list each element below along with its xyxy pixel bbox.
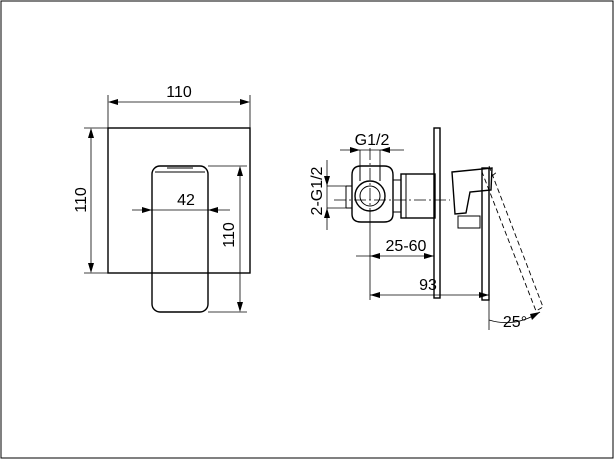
overall-depth-dimension: 93 xyxy=(369,262,490,330)
drawing-frame xyxy=(0,0,614,459)
handle-width-label: 42 xyxy=(177,192,195,209)
plate-width-dimension: 110 xyxy=(107,84,251,128)
wall-plate xyxy=(433,127,441,299)
top-thread-dimension: G1/2 xyxy=(340,132,404,166)
rotated-lever-outline xyxy=(481,165,544,312)
overall-depth-label: 93 xyxy=(419,277,437,294)
top-thread-label: G1/2 xyxy=(355,132,390,149)
installation-depth-dimension: 25-60 xyxy=(356,220,434,262)
side-thread-label: 2-G1/2 xyxy=(309,166,326,215)
plate-height-label: 110 xyxy=(73,187,90,213)
handle-height-dimension: 110 xyxy=(208,165,247,313)
handle-width-dimension: 42 xyxy=(132,192,230,213)
installation-depth-label: 25-60 xyxy=(386,238,427,255)
angle-label: 25° xyxy=(503,314,527,331)
side-handle xyxy=(451,167,493,301)
cartridge xyxy=(400,173,436,219)
side-thread-dimension: 2-G1/2 xyxy=(309,160,346,230)
valve-body xyxy=(345,165,436,223)
lever-handle xyxy=(151,165,209,313)
angle-dimension: 25° xyxy=(488,311,541,331)
cover-plate xyxy=(107,127,251,274)
side-view: G1/2 2-G1/2 25-60 93 xyxy=(309,127,544,331)
front-view: 110 110 42 110 xyxy=(73,84,251,313)
inlet-port-bore xyxy=(359,185,381,207)
handle-height-label: 110 xyxy=(221,222,238,248)
plate-height-dimension: 110 xyxy=(73,127,108,274)
plate-width-label: 110 xyxy=(166,84,192,101)
